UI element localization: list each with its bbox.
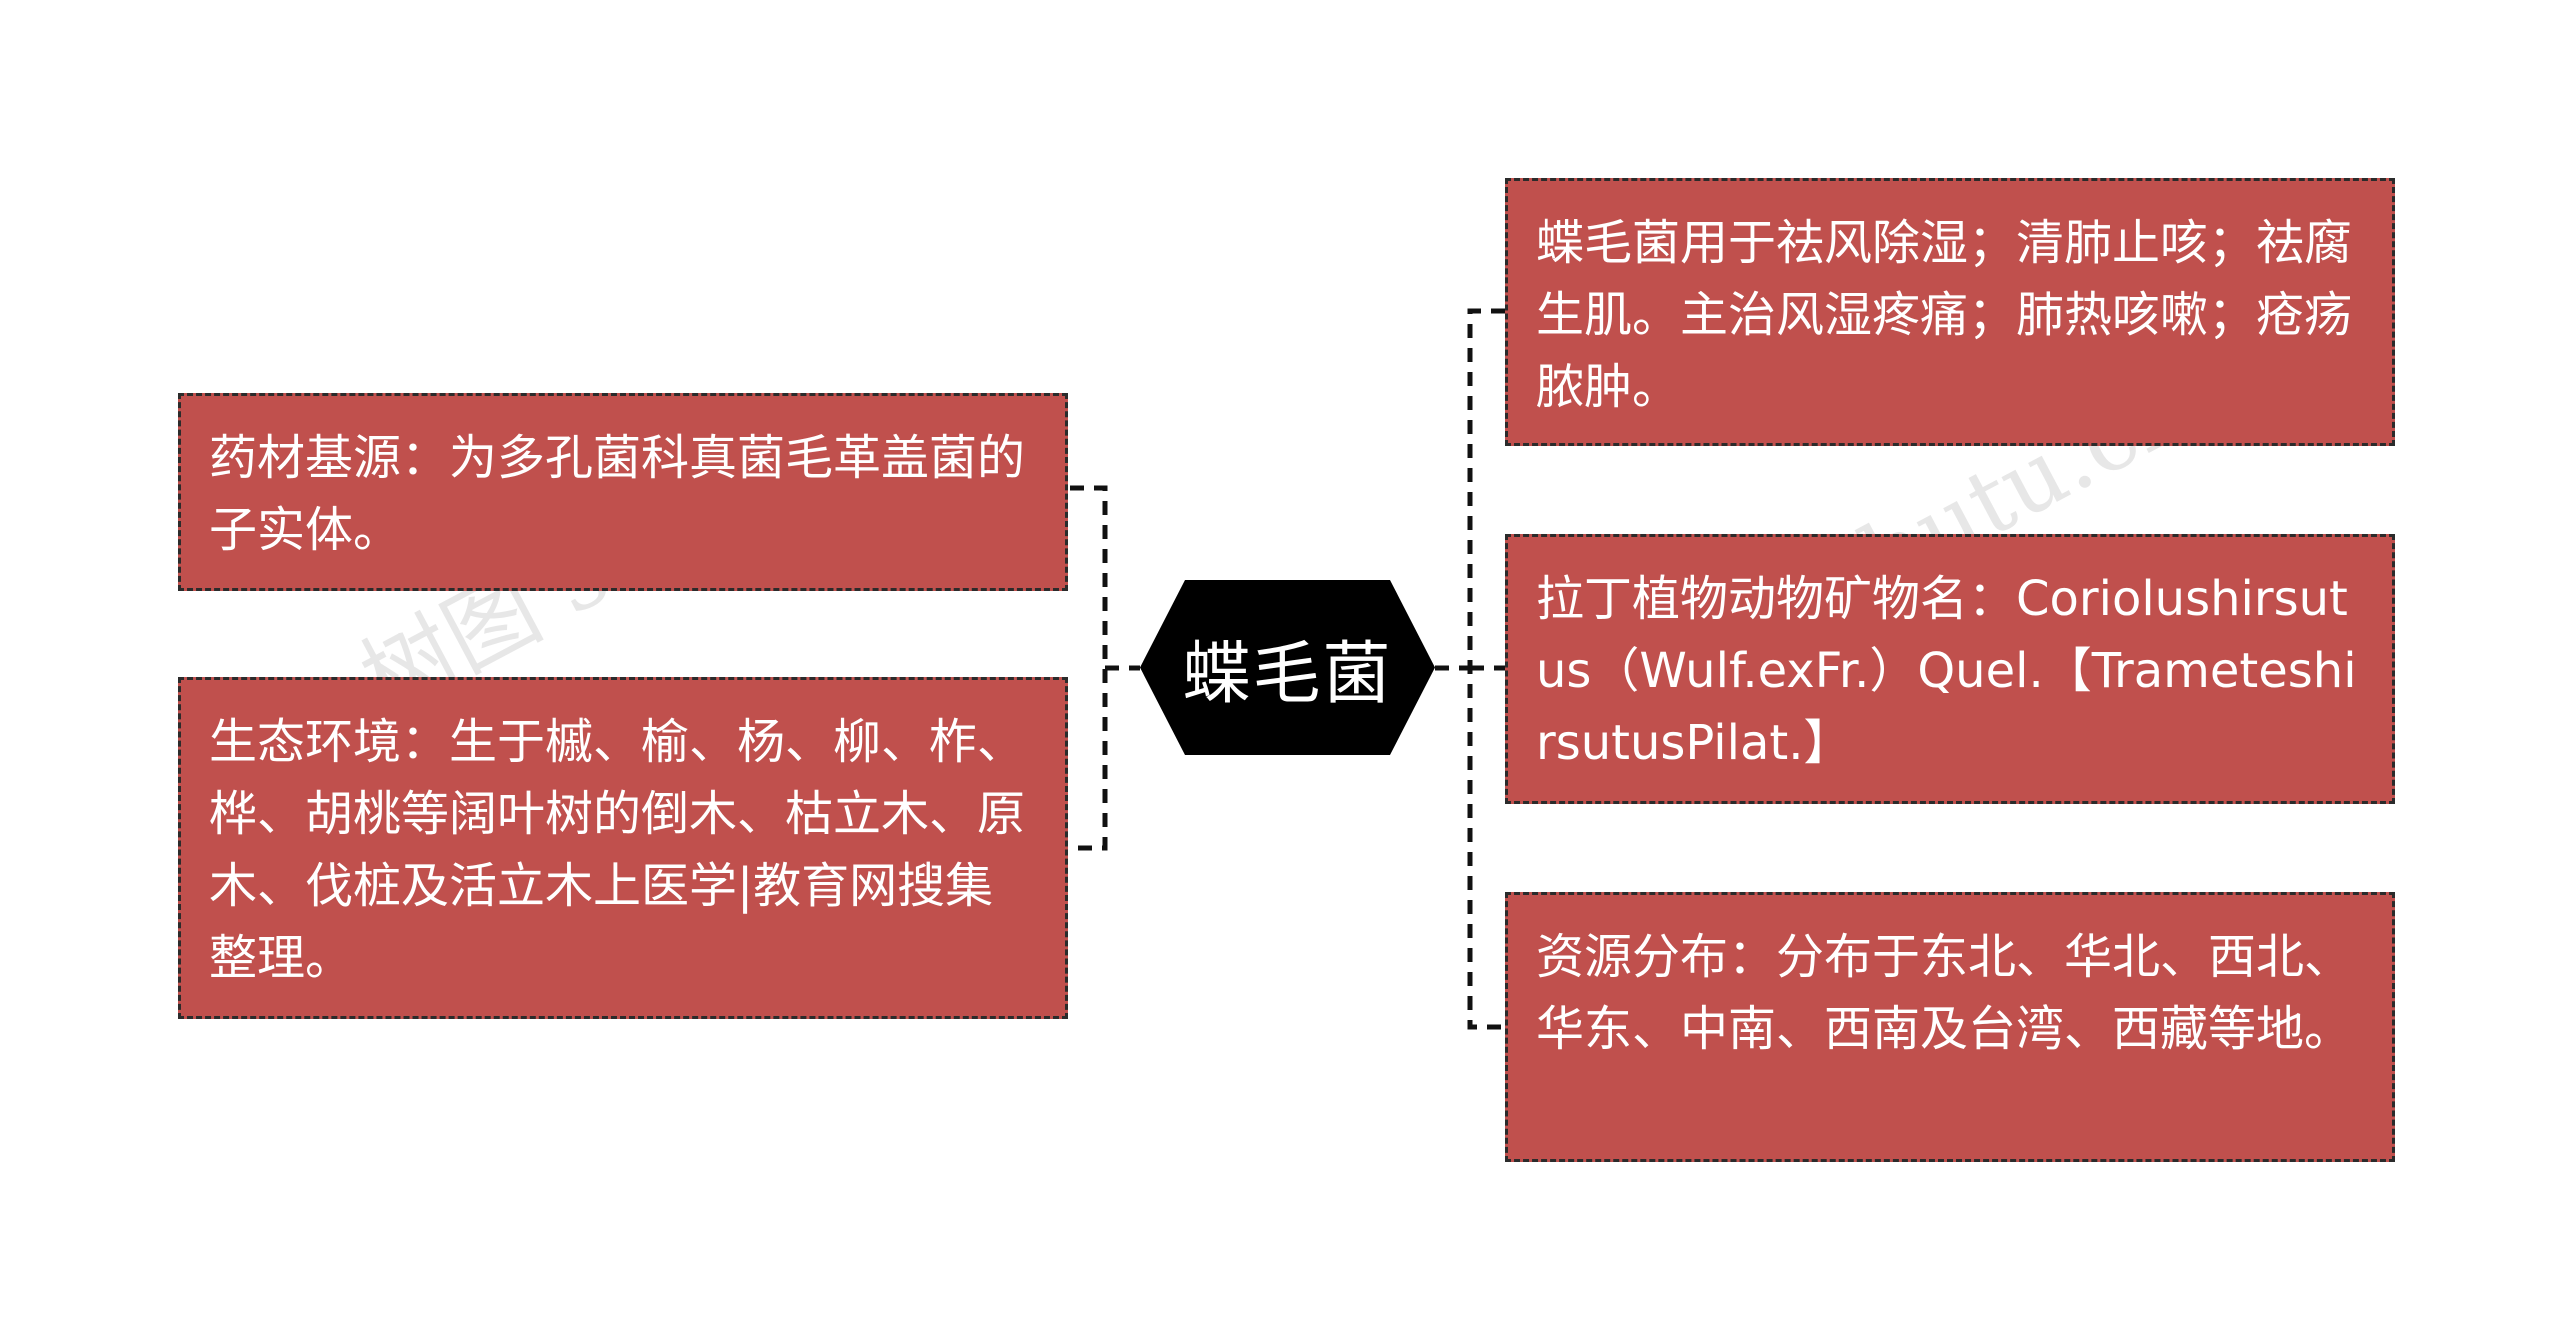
right-node-latin-name[interactable]: 拉丁植物动物矿物名：Coriolushirsutus（Wulf.exFr.）Qu…: [1505, 534, 2395, 804]
hexagon-shape: [1140, 580, 1435, 755]
right-node-latin-name-text: 拉丁植物动物矿物名：Coriolushirsutus（Wulf.exFr.）Qu…: [1536, 571, 2357, 771]
right-node-distribution-text: 资源分布：分布于东北、华北、西北、华东、中南、西南及台湾、西藏等地。: [1536, 929, 2353, 1057]
right-node-usage[interactable]: 蝶毛菌用于祛风除湿；清肺止咳；祛腐生肌。主治风湿疼痛；肺热咳嗽；疮疡脓肿。: [1505, 178, 2395, 446]
right-node-distribution[interactable]: 资源分布：分布于东北、华北、西北、华东、中南、西南及台湾、西藏等地。: [1505, 892, 2395, 1162]
central-topic[interactable]: 蝶毛菌: [1140, 580, 1435, 755]
left-node-source[interactable]: 药材基源：为多孔菌科真菌毛革盖菌的子实体。: [178, 393, 1068, 591]
left-branch-connector: [1070, 485, 1108, 851]
left-node-habitat-text: 生态环境：生于槭、榆、杨、柳、柞、桦、胡桃等阔叶树的倒木、枯立木、原木、伐桩及活…: [209, 714, 1026, 986]
central-topic-label: 蝶毛菌: [1182, 635, 1393, 714]
right-node-usage-text: 蝶毛菌用于祛风除湿；清肺止咳；祛腐生肌。主治风湿疼痛；肺热咳嗽；疮疡脓肿。: [1536, 215, 2353, 415]
left-node-habitat[interactable]: 生态环境：生于槭、榆、杨、柳、柞、桦、胡桃等阔叶树的倒木、枯立木、原木、伐桩及活…: [178, 677, 1068, 1019]
left-node-source-text: 药材基源：为多孔菌科真菌毛革盖菌的子实体。: [209, 430, 1026, 558]
